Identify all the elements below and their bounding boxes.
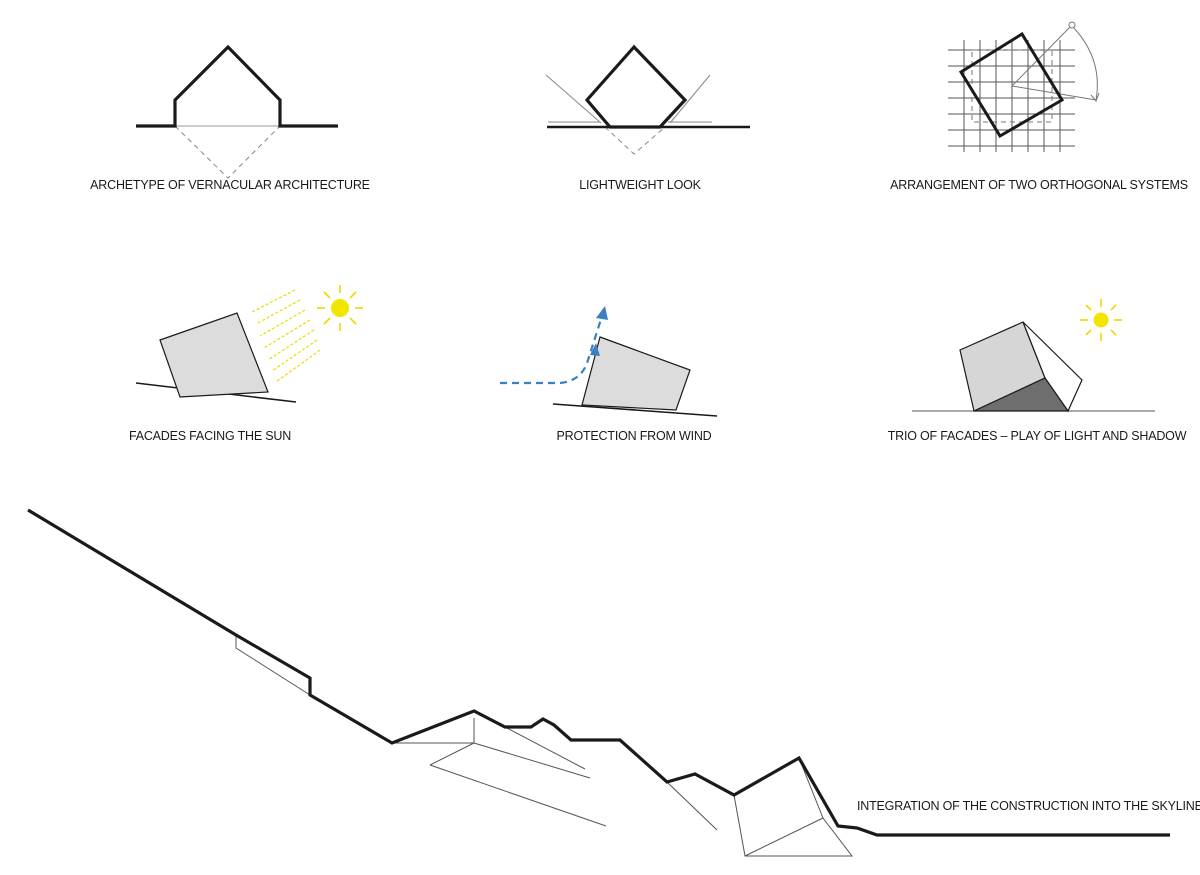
facades-sun-diagram	[135, 285, 363, 403]
lightweight-look-diagram	[545, 44, 750, 155]
archetype-house-diagram	[136, 44, 338, 179]
trio-facades-diagram	[912, 299, 1155, 413]
caption-orthogonal: ARRANGEMENT OF TWO ORTHOGONAL SYSTEMS	[890, 178, 1188, 192]
orthogonal-grid-diagram	[948, 21, 1100, 152]
caption-trio: TRIO OF FACADES – PLAY OF LIGHT AND SHAD…	[887, 429, 1187, 443]
caption-facades-sun: FACADES FACING THE SUN	[128, 429, 292, 443]
caption-skyline: INTEGRATION OF THE CONSTRUCTION INTO THE…	[857, 799, 1200, 813]
caption-wind: PROTECTION FROM WIND	[556, 429, 712, 443]
caption-lightweight: LIGHTWEIGHT LOOK	[579, 178, 701, 192]
sun-icon	[1080, 299, 1122, 341]
sun-rays-arrows	[251, 289, 321, 383]
sun-icon	[317, 285, 363, 331]
skyline-section-diagram	[27, 508, 1170, 857]
wind-protection-diagram	[500, 306, 718, 417]
caption-archetype: ARCHETYPE OF VERNACULAR ARCHITECTURE	[90, 178, 370, 192]
